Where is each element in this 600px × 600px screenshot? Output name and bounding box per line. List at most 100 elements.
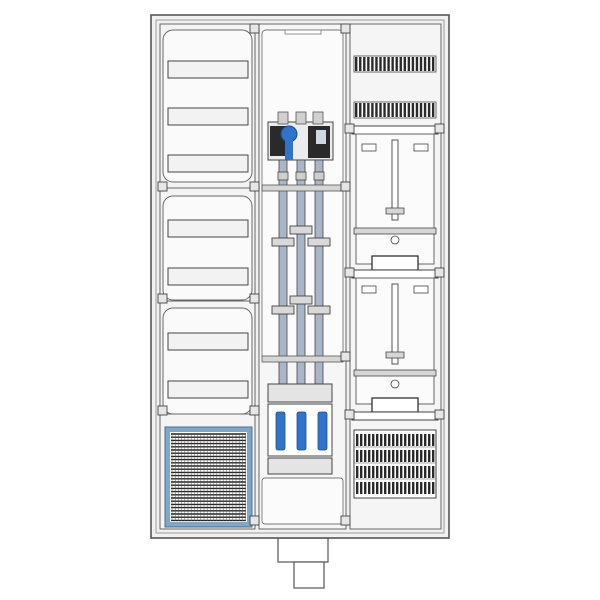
mounting-clip [249,23,260,34]
terminal-slot [432,466,435,478]
mounting-clip [157,293,168,304]
terminal-slot [375,103,378,117]
terminal-slot [420,434,423,446]
terminal-slot [420,466,423,478]
busbar-phase [296,159,306,386]
label-strip [167,267,249,286]
terminal-slot [388,434,391,446]
terminal-slot [419,57,423,71]
terminal-slot [364,466,367,478]
terminal-slot [356,482,359,494]
terminal-slot [423,57,427,71]
mounting-clips [157,23,445,526]
mounting-clip [249,181,260,192]
label-strip [167,380,249,399]
terminal-slot [380,482,383,494]
fuse-holder [307,305,331,315]
mounting-clip [344,123,355,134]
terminal-slot [423,103,427,117]
terminal-slot [416,466,419,478]
terminal-slot [432,450,435,462]
mounting-clip [344,409,355,420]
terminal-slot [384,482,387,494]
terminal-slot [412,482,415,494]
terminal-slot [359,57,362,71]
terminal-slot [416,482,419,494]
terminal-slot [360,482,363,494]
terminal-slot [356,434,359,446]
terminal-slot [391,57,394,71]
terminal-slot [384,434,387,446]
terminal-slot [372,466,375,478]
terminal-slot [419,103,423,117]
terminal-slot [416,434,419,446]
terminal-slot [392,450,395,462]
terminal-slot [380,466,383,478]
mounting-clip [340,181,351,192]
distribution-section-1 [162,29,253,183]
fuse-holder [307,237,331,247]
mounting-clip [344,267,355,278]
terminal-slot [395,103,398,117]
terminal-slot [364,450,367,462]
terminal-slot [427,57,431,71]
terminal-slot [368,482,371,494]
terminal-slot [432,482,435,494]
terminal-slot [408,450,411,462]
terminal-slot [364,434,367,446]
terminal-slot [396,482,399,494]
label-strip [167,219,249,238]
label-strip [167,332,249,351]
terminal-slot [408,466,411,478]
right-column [349,23,442,530]
terminal-slot [424,466,427,478]
terminal-slot [392,466,395,478]
terminal-slot [424,450,427,462]
terminal-slot [371,103,374,117]
terminal-slot [411,57,415,71]
terminal-slot [396,434,399,446]
fuse-holder [289,295,313,305]
terminal-slot [372,482,375,494]
terminal-slot [367,103,370,117]
terminal-row [353,55,437,73]
terminal-slot [420,482,423,494]
terminal-slot [375,57,378,71]
terminal-slot [395,57,398,71]
terminal-slot [384,450,387,462]
terminal-slot [360,434,363,446]
terminal-slot [424,434,427,446]
terminal-slot [412,434,415,446]
terminal-slot [400,482,403,494]
terminal-slot [407,57,411,71]
terminal-slot [428,466,431,478]
terminal-slot [372,434,375,446]
terminal-row [353,101,437,119]
terminal-slot [399,103,402,117]
terminal-slot [379,103,382,117]
terminal-slot [408,482,411,494]
fuse-holder [289,225,313,235]
terminal-slot [367,57,370,71]
terminal-slot [383,103,386,117]
label-strip [167,107,249,126]
terminal-slot [356,466,359,478]
terminal-slot [407,103,411,117]
main-switch [267,111,334,161]
busbar-set [271,159,331,386]
terminal-slot [400,466,403,478]
terminal-slot [427,103,431,117]
mounting-clip [157,405,168,416]
mounting-clip [434,409,445,420]
terminal-slot [415,57,419,71]
mounting-clip [249,515,260,526]
terminal-slot [388,482,391,494]
terminal-slot [376,466,379,478]
mounting-clip [434,267,445,278]
terminal-slot [404,434,407,446]
terminal-slot [356,450,359,462]
terminal-slot [359,103,362,117]
terminal-slot [404,482,407,494]
terminal-slot [376,482,379,494]
terminal-slot [432,434,435,446]
